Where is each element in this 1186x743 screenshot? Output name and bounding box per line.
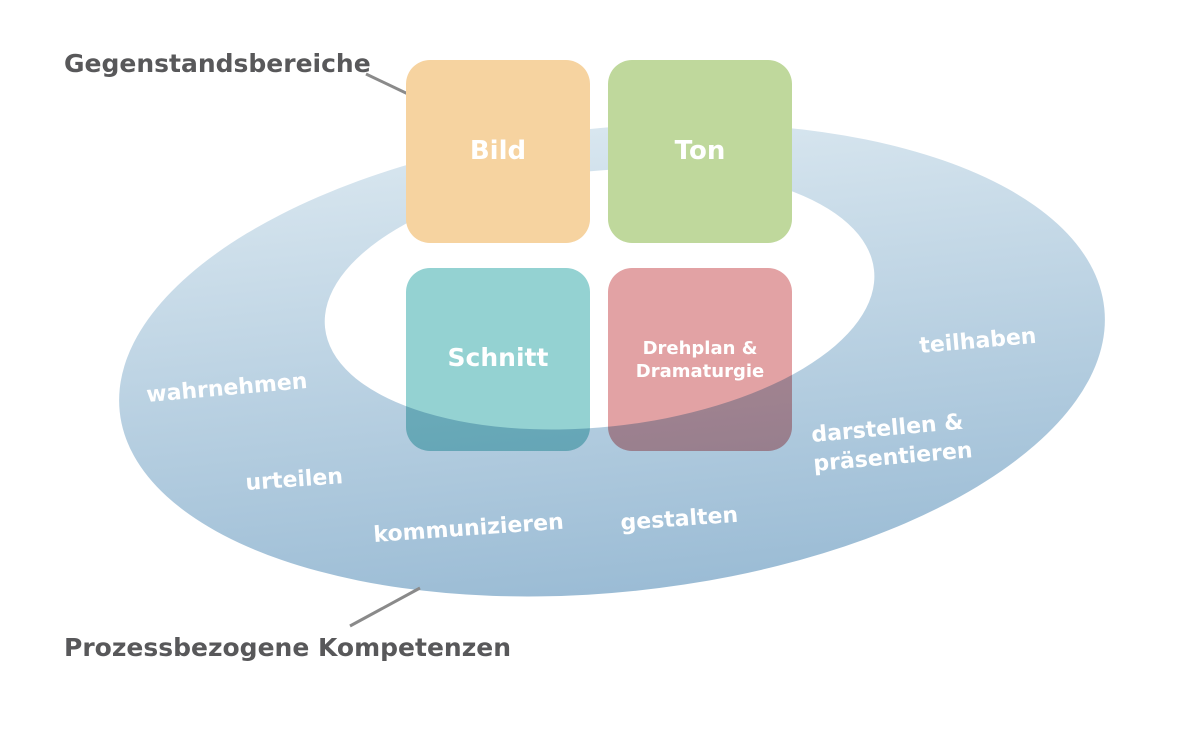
subject-areas-leader-line xyxy=(365,72,409,96)
box-ton-label: Ton xyxy=(675,136,726,166)
box-bild-label: Bild xyxy=(470,136,526,166)
process-competencies-leader-line xyxy=(349,586,421,628)
subject-areas-label: Gegenstandsbereiche xyxy=(64,49,371,78)
box-bild: Bild xyxy=(406,60,590,243)
process-competencies-label: Prozessbezogene Kompetenzen xyxy=(64,633,511,662)
box-drehplan-dramaturgie: Drehplan & Dramaturgie xyxy=(608,268,792,451)
box-schnitt: Schnitt xyxy=(406,268,590,451)
box-schnitt-label: Schnitt xyxy=(448,343,549,372)
box-drehplan-label-line1: Drehplan & xyxy=(643,338,758,359)
box-ton: Ton xyxy=(608,60,792,243)
box-drehplan-label-line2: Dramaturgie xyxy=(636,361,764,382)
competency-ring xyxy=(119,123,1105,597)
